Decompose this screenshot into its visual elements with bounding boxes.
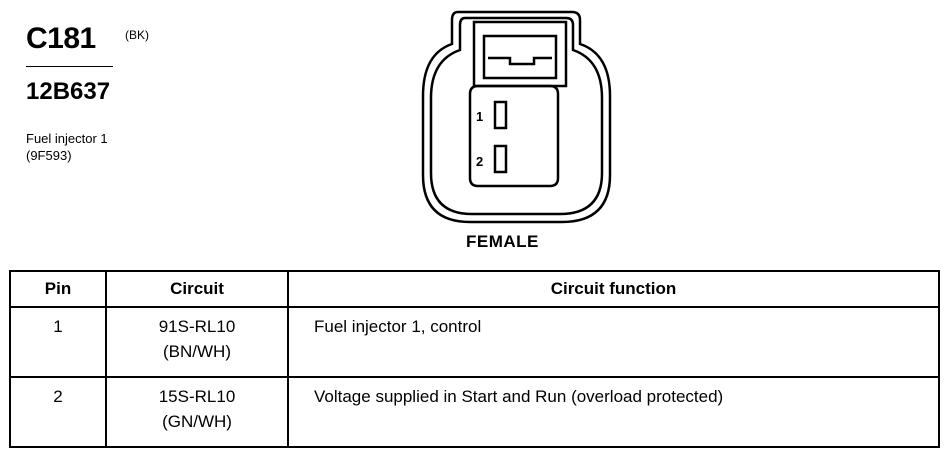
pin-cell: 1 <box>9 306 107 378</box>
pinout-table: Pin Circuit Circuit function 1 91S-RL10 … <box>9 270 940 448</box>
pin-2-label: 2 <box>476 154 483 169</box>
circuit-cell: 91S-RL10 (BN/WH) <box>105 306 289 378</box>
pin-1-terminal <box>493 100 508 130</box>
circuit-code: 91S-RL10 <box>158 317 236 336</box>
table-header-row: Pin Circuit Circuit function <box>9 270 940 308</box>
connector-outer-shell <box>421 10 612 224</box>
table-row: 2 15S-RL10 (GN/WH) Voltage supplied in S… <box>9 376 940 448</box>
color-code: (BK) <box>125 28 149 42</box>
connector-id: C181 <box>26 22 96 55</box>
header-pin: Pin <box>9 270 107 308</box>
connector-face-diagram: 1 2 <box>421 10 612 224</box>
table-row: 1 91S-RL10 (BN/WH) Fuel injector 1, cont… <box>9 306 940 378</box>
description-line-1: Fuel injector 1 <box>26 131 108 146</box>
part-number: 12B637 <box>26 78 111 105</box>
description-line-2: (9F593) <box>26 148 72 163</box>
connector-description: Fuel injector 1 (9F593) <box>26 130 108 164</box>
connector-id-underline <box>26 66 113 67</box>
locking-latch <box>472 20 568 88</box>
terminal-cavity-housing <box>468 84 560 188</box>
pin-cell: 2 <box>9 376 107 448</box>
latch-inner-tab <box>482 34 558 80</box>
circuit-cell: 15S-RL10 (GN/WH) <box>105 376 289 448</box>
header-circuit-function: Circuit function <box>287 270 940 308</box>
pin-2-terminal <box>493 144 508 174</box>
wire-color: (GN/WH) <box>162 412 232 431</box>
wire-color: (BN/WH) <box>163 342 231 361</box>
header-circuit: Circuit <box>105 270 289 308</box>
connector-inner-shell <box>429 16 604 216</box>
connector-gender-label: FEMALE <box>466 232 539 251</box>
circuit-function-cell: Voltage supplied in Start and Run (overl… <box>287 376 940 448</box>
pin-1-label: 1 <box>476 109 483 124</box>
circuit-function-cell: Fuel injector 1, control <box>287 306 940 378</box>
circuit-code: 15S-RL10 <box>158 387 236 406</box>
latch-key <box>488 56 552 66</box>
